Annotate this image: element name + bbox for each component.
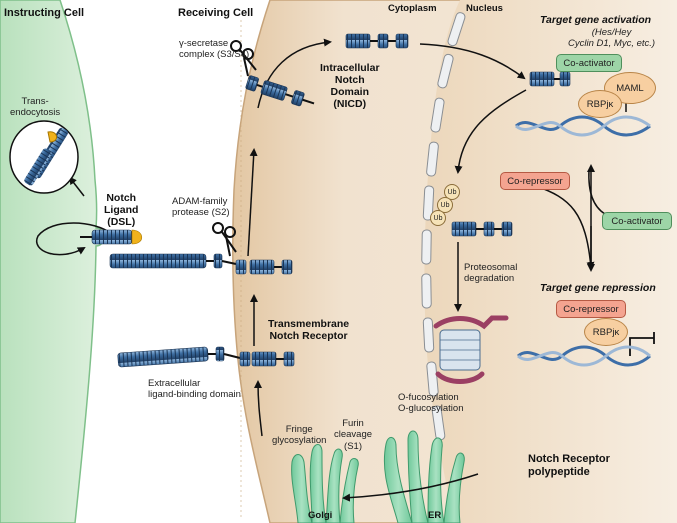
dna-helix-bottom	[517, 345, 651, 367]
target-repression-title: Target gene repression	[540, 282, 656, 294]
nuclear-envelope	[421, 12, 466, 441]
repression-bar	[629, 332, 655, 356]
extracellular-domain-label: Extracellular ligand-binding domain	[148, 378, 241, 401]
ubiquitin-tag: Ub	[437, 197, 453, 213]
transmembrane-receptor-label: Transmembrane Notch Receptor	[268, 318, 350, 343]
instructing-cell-body	[0, 0, 105, 523]
dna-helix-top	[515, 115, 651, 137]
notch-polypeptide-label: Notch Receptor polypeptide	[528, 453, 610, 478]
trans-endocytosis-label: Trans- endocytosis	[10, 96, 61, 119]
adam-protease-label: ADAM-family protease (S2)	[172, 196, 230, 219]
instructing-cell-heading: Instructing Cell	[4, 7, 85, 19]
receptor-molecules	[80, 33, 571, 368]
nucleus-heading: Nucleus	[466, 3, 503, 14]
rbpjk-oval-top: RBPjκ	[578, 90, 622, 118]
target-activation-genes: (Hes/Hey Cyclin D1, Myc, etc.)	[568, 27, 656, 50]
gamma-secretase-label: γ-secretase complex (S3/S4)	[179, 38, 250, 61]
nicd-label: Intracellular Notch Domain (NICD)	[320, 62, 380, 111]
ligand-body	[91, 229, 133, 245]
coactivator-box-top: Co-activator	[556, 54, 622, 72]
endocytosis-vesicle	[9, 120, 79, 194]
corepressor-box-bottom: Co-repressor	[556, 300, 626, 318]
golgi-label: Golgi	[308, 510, 333, 521]
rbpjk-oval-bottom: RBPjκ	[584, 318, 628, 346]
scissors-adam-icon	[212, 222, 237, 257]
ubiquitin-tag: Ub	[444, 184, 460, 200]
target-activation-title: Target gene activation	[540, 14, 652, 26]
ligand-cap-icon	[131, 229, 143, 245]
nucleus-region	[424, 0, 677, 523]
corepressor-box-mid: Co-repressor	[500, 172, 570, 190]
coactivator-box-mid: Co-activator	[602, 212, 672, 230]
furin-cleavage-label: Furin cleavage (S1)	[334, 418, 373, 452]
receiving-cell-heading: Receiving Cell	[178, 7, 254, 19]
ubiquitin-tag: Ub	[430, 210, 446, 226]
endoplasmic-reticulum	[383, 430, 465, 523]
glycosylation-label: O-fucosylation O-glucosylation	[398, 392, 464, 415]
er-label: ER	[428, 510, 442, 521]
scissors-gamma-icon	[230, 40, 257, 77]
cytoplasm-heading: Cytoplasm	[388, 3, 437, 14]
notch-ligand-label: Notch Ligand (DSL)	[104, 192, 139, 229]
proteosomal-degradation-label: Proteosomal degradation	[464, 262, 518, 285]
fringe-glycosylation-label: Fringe glycosylation	[272, 424, 327, 447]
golgi-apparatus	[291, 444, 359, 523]
proteasome	[433, 315, 509, 384]
